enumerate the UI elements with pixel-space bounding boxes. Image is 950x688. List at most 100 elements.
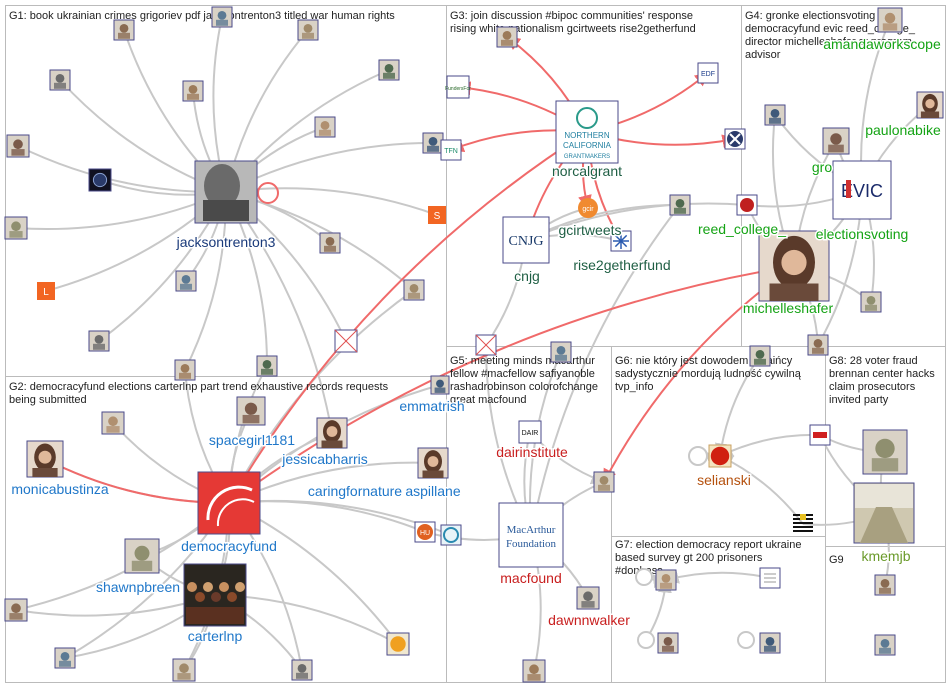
- node-b9[interactable]: [54, 647, 76, 669]
- node-c6[interactable]: gcir: [578, 198, 598, 218]
- group-g9-label-line-0: G9: [829, 554, 844, 566]
- node-label-democracyfund: democracyfund: [181, 538, 277, 554]
- node-a8[interactable]: [6, 134, 30, 158]
- edge-79: [664, 570, 771, 584]
- node-b8[interactable]: [4, 598, 28, 622]
- node-carter[interactable]: [183, 563, 247, 627]
- node-e5[interactable]: [522, 659, 546, 683]
- group-g5-label-line-3: great macfound: [450, 394, 526, 406]
- node-f5[interactable]: [793, 514, 813, 532]
- node-h5[interactable]: [657, 632, 679, 654]
- edge-90: [524, 202, 748, 242]
- node-h6[interactable]: [737, 631, 755, 649]
- node-b14[interactable]: [440, 524, 462, 546]
- node-b3[interactable]: [26, 440, 64, 478]
- node-b12[interactable]: [386, 632, 410, 656]
- node-label-reed_college: reed_college_: [698, 221, 786, 237]
- node-d8[interactable]: [807, 334, 829, 356]
- node-a13[interactable]: [319, 232, 341, 254]
- node-label-spacegirl1181: spacegirl1181: [209, 432, 295, 448]
- node-b4[interactable]: [316, 417, 348, 449]
- node-a4[interactable]: [49, 69, 71, 91]
- evic-logo-text: EVIC: [841, 181, 883, 201]
- node-e1[interactable]: DAIR: [518, 420, 542, 444]
- node-e2[interactable]: [550, 341, 572, 363]
- node-a10[interactable]: [422, 132, 444, 154]
- node-b6[interactable]: [430, 375, 450, 395]
- node-evic[interactable]: EVIC: [832, 160, 892, 220]
- node-c2[interactable]: [496, 26, 518, 48]
- node-b13[interactable]: HU: [414, 521, 436, 543]
- node-h1[interactable]: [635, 568, 653, 586]
- node-d2[interactable]: [916, 91, 944, 119]
- node-h7[interactable]: [759, 632, 781, 654]
- node-a11[interactable]: [4, 216, 28, 240]
- group-g5-label-line-0: G5: meeting minds macarthur: [450, 355, 595, 367]
- node-k1[interactable]: [874, 574, 896, 596]
- node-h2[interactable]: [655, 569, 677, 591]
- node-b7[interactable]: [124, 538, 160, 574]
- node-cnjg[interactable]: CNJG: [502, 216, 550, 264]
- edge-red-92: [228, 131, 588, 505]
- node-kmemjb[interactable]: [853, 482, 915, 544]
- node-label-carterlnp: carterlnp: [188, 628, 243, 644]
- node-c8[interactable]: [475, 334, 497, 356]
- norcal-logo-text-1: CALIFORNIA: [563, 141, 612, 150]
- node-a16[interactable]: [403, 279, 425, 301]
- node-d6[interactable]: [736, 194, 758, 216]
- node-c1[interactable]: FundersFor: [445, 75, 471, 99]
- node-a9[interactable]: [88, 168, 112, 192]
- node-c3[interactable]: EDF: [697, 62, 719, 84]
- node-h4[interactable]: [637, 631, 655, 649]
- node-jack[interactable]: [194, 160, 258, 224]
- group-g3-label-line-1: rising white nationalism gcirtweets rise…: [450, 23, 696, 35]
- node-a15[interactable]: [175, 270, 197, 292]
- node-demo[interactable]: [197, 471, 261, 535]
- node-e4[interactable]: [576, 586, 600, 610]
- group-g8-label-line-0: G8: 28 voter fraud: [829, 355, 918, 367]
- node-a6[interactable]: [378, 59, 400, 81]
- group-g7-label-line-1: based survey gt 200 prisoners: [615, 552, 763, 564]
- node-a19[interactable]: [256, 355, 278, 377]
- node-a7[interactable]: [314, 116, 336, 138]
- node-d7[interactable]: [860, 291, 882, 313]
- node-a18[interactable]: [174, 359, 196, 381]
- node-a20[interactable]: [334, 329, 358, 353]
- node-a5[interactable]: [182, 80, 204, 102]
- node-b11[interactable]: [291, 659, 313, 681]
- node-d4[interactable]: [724, 128, 746, 150]
- macarthur-logo-text-0: MacArthur: [507, 524, 556, 536]
- node-f4[interactable]: [749, 345, 771, 367]
- node-e3[interactable]: [593, 471, 615, 493]
- node-f2[interactable]: [688, 446, 708, 466]
- node-f1[interactable]: [708, 444, 732, 468]
- orange-s-text: S: [434, 211, 441, 222]
- node-c7[interactable]: [610, 230, 632, 252]
- node-h3[interactable]: [759, 567, 781, 589]
- node-a17[interactable]: [88, 330, 110, 352]
- group-frame-g9: [825, 546, 946, 683]
- node-mich[interactable]: [758, 230, 830, 302]
- node-c4[interactable]: TFN: [440, 139, 462, 161]
- node-a3[interactable]: [297, 19, 319, 41]
- node-b1[interactable]: [101, 411, 125, 435]
- node-d5[interactable]: [764, 104, 786, 126]
- node-d1[interactable]: [877, 7, 903, 33]
- node-i1[interactable]: [862, 429, 908, 475]
- self-loop-icon: [257, 182, 279, 204]
- node-b2[interactable]: [236, 396, 266, 426]
- node-k2[interactable]: [874, 634, 896, 656]
- node-d3[interactable]: [822, 127, 850, 155]
- node-a12[interactable]: S: [428, 206, 446, 224]
- node-a1[interactable]: [113, 19, 135, 41]
- node-a2[interactable]: [211, 6, 233, 28]
- node-c5[interactable]: [669, 194, 691, 216]
- node-b10[interactable]: [172, 658, 196, 682]
- node-f3[interactable]: [809, 424, 831, 446]
- node-b5[interactable]: [417, 447, 449, 479]
- dair-logo-text: DAIR: [522, 430, 539, 437]
- node-a14[interactable]: L: [37, 282, 55, 300]
